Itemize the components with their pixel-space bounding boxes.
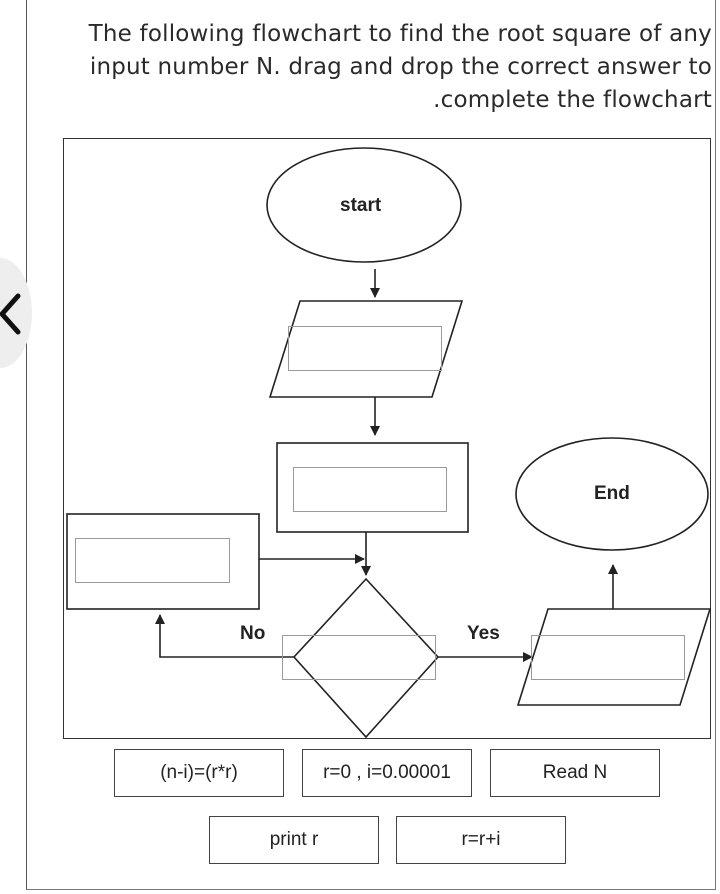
- question-text: The following flowchart to find the root…: [60, 18, 712, 117]
- init-process-box: [276, 442, 469, 533]
- chevron-left-icon[interactable]: [0, 290, 22, 338]
- end-terminal: [515, 437, 709, 551]
- start-label: start: [340, 195, 382, 216]
- question-line-3: .complete the flowchart: [433, 87, 712, 113]
- output-parallelogram: [516, 608, 712, 706]
- drop-slot-input[interactable]: [288, 326, 442, 371]
- edge-no-loop: [155, 614, 294, 658]
- answer-tile[interactable]: Read N: [490, 749, 660, 797]
- question-line-2: input number N. drag and drop the correc…: [89, 54, 712, 80]
- flowchart-canvas: start End No Yes: [63, 138, 712, 739]
- answer-tile[interactable]: r=r+i: [396, 816, 566, 864]
- drop-slot-condition[interactable]: [282, 635, 436, 680]
- answer-tile[interactable]: (n-i)=(r*r): [114, 749, 284, 797]
- input-parallelogram: [268, 300, 464, 398]
- question-card: [26, 0, 716, 890]
- answer-tile[interactable]: print r: [209, 816, 379, 864]
- drop-slot-increment[interactable]: [75, 538, 230, 583]
- question-line-1: The following flowchart to find the root…: [88, 21, 712, 47]
- yes-label: Yes: [467, 623, 500, 644]
- answer-tile[interactable]: r=0 , i=0.00001: [302, 749, 472, 797]
- flowchart-diagram: [66, 147, 712, 739]
- increment-process-box: [66, 513, 260, 610]
- decision-diamond: [292, 577, 440, 739]
- drop-slot-init[interactable]: [293, 467, 447, 512]
- drop-slot-output[interactable]: [531, 635, 685, 680]
- no-label: No: [240, 623, 266, 644]
- end-label: End: [594, 483, 630, 504]
- start-terminal: [266, 147, 462, 263]
